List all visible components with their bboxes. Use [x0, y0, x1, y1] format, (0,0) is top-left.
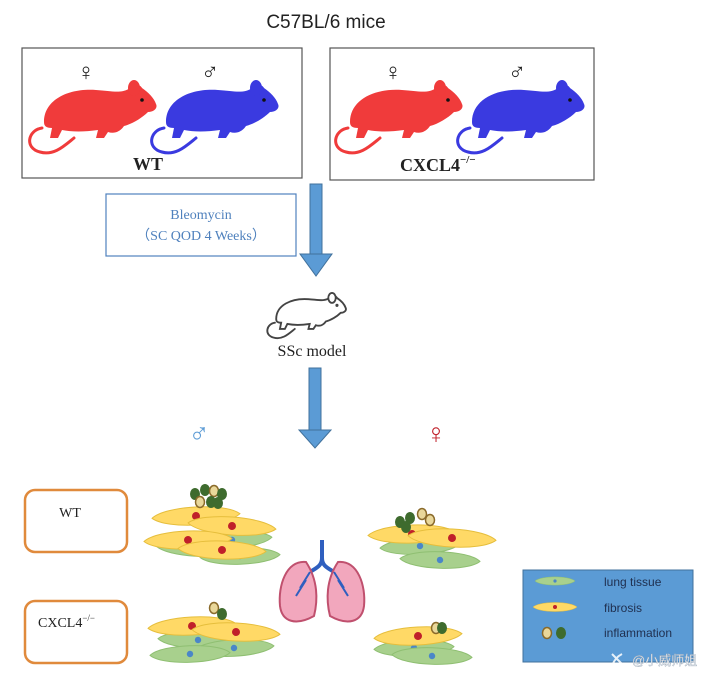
treatment-regimen: （SC QOD 4 Weeks） [136, 228, 266, 244]
flow-arrow-2 [297, 367, 333, 449]
svg-text:@小威师姐: @小威师姐 [632, 653, 697, 668]
male-result-symbol: ♂ [189, 418, 210, 449]
treatment-drug: Bleomycin [170, 208, 231, 223]
watermark-logo-icon [611, 653, 625, 667]
ssc-model-label: SSc model [278, 343, 347, 360]
diagram-title: C57BL/6 mice [266, 12, 385, 33]
tissue-male-wt [143, 484, 281, 567]
group-label-cxcl4-ko: CXCL4−/− [400, 154, 476, 175]
group-box-wt: ♀ ♂ WT [21, 47, 303, 179]
svg-text:WT: WT [59, 506, 81, 521]
result-label-cxcl4-ko: CXCL4−/− [23, 599, 129, 665]
lung-tissue-cell-icon [534, 576, 576, 586]
tissue-female-wt [367, 507, 497, 571]
result-label-wt: WT [23, 488, 129, 554]
female-symbol: ♀ [384, 59, 402, 86]
ssc-model-mouse-icon [266, 292, 347, 340]
group-label-wt: WT [133, 154, 163, 174]
group-box-cxcl4-ko: ♀ ♂ CXCL4−/− [329, 47, 595, 181]
male-symbol: ♂ [508, 59, 526, 86]
female-result-symbol: ♀ [426, 418, 447, 449]
tissue-female-ko [373, 621, 473, 667]
legend-label: inflammation [604, 626, 672, 640]
male-symbol: ♂ [201, 59, 219, 86]
legend-label: fibrosis [604, 601, 642, 615]
watermark: @小威师姐 [611, 653, 697, 668]
female-symbol: ♀ [77, 59, 95, 86]
flow-arrow-1 [299, 183, 333, 277]
svg-text:CXCL4−/−: CXCL4−/− [38, 613, 95, 631]
fibrosis-cell-icon [532, 602, 578, 612]
tissue-male-ko [147, 601, 281, 665]
legend: lung tissue fibrosis inflammation [522, 569, 694, 663]
legend-label: lung tissue [604, 575, 662, 589]
treatment-box: Bleomycin （SC QOD 4 Weeks） [105, 193, 297, 257]
lungs-icon [278, 540, 366, 623]
